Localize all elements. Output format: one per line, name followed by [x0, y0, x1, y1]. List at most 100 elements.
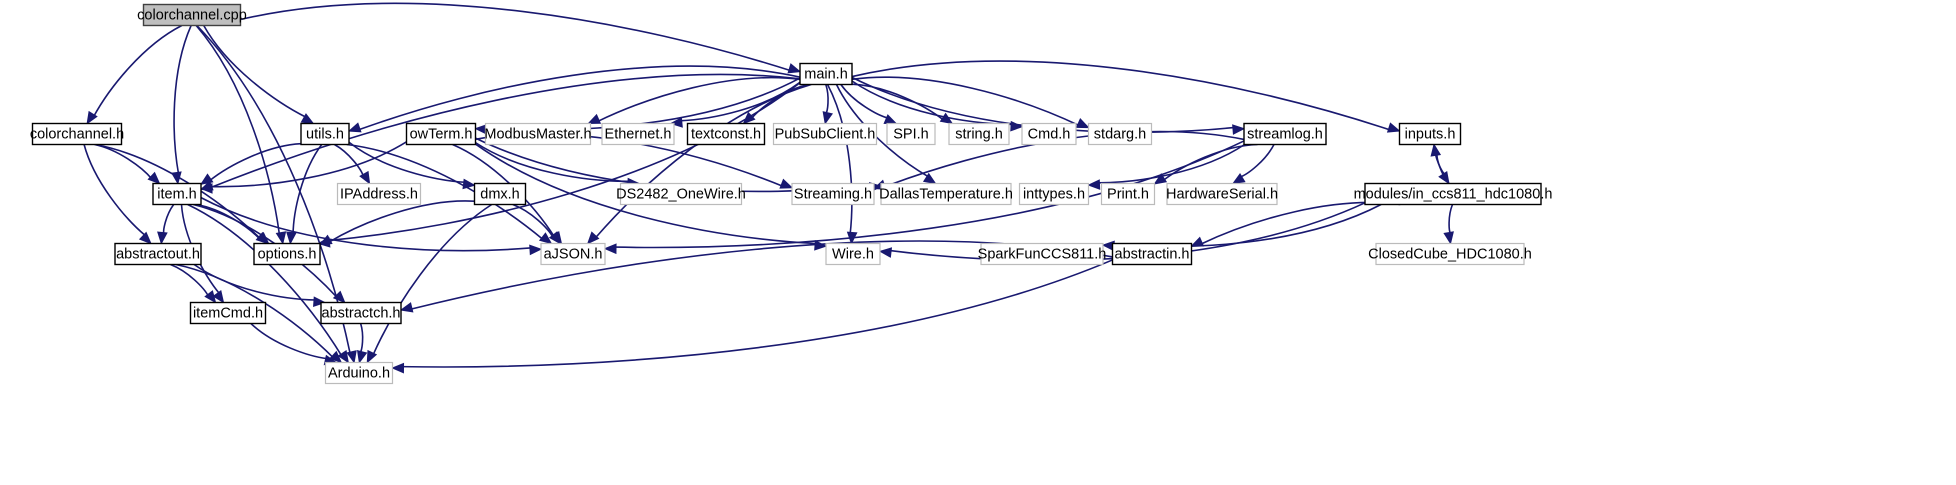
edge-arrowhead	[883, 114, 898, 125]
node-abstractch-h[interactable]: abstractch.h	[320, 301, 402, 325]
node-box[interactable]	[324, 361, 394, 385]
node-main-h[interactable]: main.h	[799, 62, 853, 86]
node-box[interactable]	[152, 182, 202, 206]
node-box[interactable]	[686, 122, 766, 146]
node-box[interactable]	[142, 3, 242, 27]
dependency-edge	[173, 25, 192, 175]
node-string-h[interactable]: string.h	[948, 122, 1010, 146]
node-box[interactable]	[473, 182, 527, 206]
node-label: streamlog.h	[1247, 126, 1323, 142]
node-colorchannel-cpp[interactable]: colorchannel.cpp	[137, 3, 247, 27]
node-box[interactable]	[320, 301, 402, 325]
node-box[interactable]	[1243, 122, 1327, 146]
edge-arrowhead	[199, 183, 213, 194]
node-label: Print.h	[1107, 186, 1149, 202]
node-itemCmd-h[interactable]: itemCmd.h	[189, 301, 267, 325]
node-box[interactable]	[114, 242, 202, 266]
node-owTerm-h[interactable]: owTerm.h	[405, 122, 477, 146]
node-modules-in-ccs811-hdc1080-h[interactable]: modules/in_ccs811_hdc1080.h	[1354, 182, 1553, 206]
node-box[interactable]	[619, 182, 743, 206]
node-box[interactable]	[791, 182, 875, 206]
node-box[interactable]	[1111, 242, 1193, 266]
dependency-edge	[484, 77, 801, 131]
node-box[interactable]	[189, 301, 267, 325]
node-HardwareSerial-h[interactable]: HardwareSerial.h	[1166, 182, 1278, 206]
node-label: colorchannel.h	[30, 126, 124, 142]
node-box[interactable]	[1087, 122, 1153, 146]
node-box[interactable]	[1364, 182, 1542, 206]
node-utils-h[interactable]: utils.h	[300, 122, 350, 146]
node-item-h[interactable]: item.h	[152, 182, 202, 206]
node-streamlog-h[interactable]: streamlog.h	[1243, 122, 1327, 146]
node-IPAddress-h[interactable]: IPAddress.h	[336, 182, 422, 206]
dependency-edge	[203, 25, 307, 119]
dependency-edge	[170, 263, 210, 298]
node-SPI-h[interactable]: SPI.h	[886, 122, 936, 146]
node-box[interactable]	[1100, 182, 1156, 206]
dependency-edge	[594, 83, 812, 239]
node-box[interactable]	[300, 122, 350, 146]
node-Print-h[interactable]: Print.h	[1100, 182, 1156, 206]
node-PubSubClient-h[interactable]: PubSubClient.h	[772, 122, 878, 146]
dependency-edge	[208, 142, 302, 182]
node-abstractin-h[interactable]: abstractin.h	[1111, 242, 1193, 266]
node-box[interactable]	[880, 182, 1012, 206]
node-SparkFunCCS811-h[interactable]: SparkFunCCS811.h	[978, 242, 1107, 266]
node-stdarg-h[interactable]: stdarg.h	[1087, 122, 1153, 146]
edge-arrowhead	[337, 349, 350, 364]
dependency-edge	[372, 203, 493, 356]
dependency-edge	[195, 24, 281, 236]
node-box[interactable]	[799, 62, 853, 86]
node-label: item.h	[157, 186, 197, 202]
node-inttypes-h[interactable]: inttypes.h	[1018, 182, 1090, 206]
node-box[interactable]	[405, 122, 477, 146]
node-box[interactable]	[1166, 182, 1278, 206]
node-inputs-h[interactable]: inputs.h	[1398, 122, 1462, 146]
node-abstractout-h[interactable]: abstractout.h	[114, 242, 202, 266]
node-box[interactable]	[772, 122, 878, 146]
edge-arrowhead	[199, 173, 214, 186]
edge-arrowhead	[822, 111, 834, 125]
node-ClosedCube-HDC1080-h[interactable]: ClosedCube_HDC1080.h	[1368, 242, 1532, 266]
node-box[interactable]	[601, 122, 675, 146]
node-Cmd-h[interactable]: Cmd.h	[1021, 122, 1077, 146]
node-ModbusMaster-h[interactable]: ModbusMaster.h	[484, 122, 592, 146]
node-label: HardwareSerial.h	[1166, 186, 1278, 202]
dependency-edge	[475, 143, 818, 245]
node-box[interactable]	[1018, 182, 1090, 206]
node-box[interactable]	[540, 242, 606, 266]
node-dmx-h[interactable]: dmx.h	[473, 182, 527, 206]
node-Wire-h[interactable]: Wire.h	[825, 242, 881, 266]
node-Ethernet-h[interactable]: Ethernet.h	[601, 122, 675, 146]
node-box[interactable]	[484, 122, 592, 146]
node-label: abstractout.h	[116, 246, 200, 262]
node-DS2482-OneWire-h[interactable]: DS2482_OneWire.h	[616, 182, 746, 206]
node-label: PubSubClient.h	[775, 126, 876, 142]
node-textconst-h[interactable]: textconst.h	[686, 122, 766, 146]
node-options-h[interactable]: options.h	[253, 242, 321, 266]
node-DallasTemperature-h[interactable]: DallasTemperature.h	[879, 182, 1013, 206]
dependency-edge	[613, 140, 1245, 249]
node-box[interactable]	[31, 122, 123, 146]
node-box[interactable]	[253, 242, 321, 266]
dependency-edge	[851, 60, 1391, 131]
node-box[interactable]	[1021, 122, 1077, 146]
node-box[interactable]	[980, 242, 1104, 266]
node-box[interactable]	[948, 122, 1010, 146]
edge-arrowhead	[300, 113, 315, 125]
node-box[interactable]	[1398, 122, 1462, 146]
node-label: textconst.h	[691, 126, 761, 142]
node-box[interactable]	[825, 242, 881, 266]
dependency-edge	[187, 203, 343, 357]
node-label: options.h	[258, 246, 317, 262]
node-label: owTerm.h	[410, 126, 473, 142]
node-colorchannel-h[interactable]: colorchannel.h	[30, 122, 124, 146]
node-box[interactable]	[336, 182, 422, 206]
dependency-edge	[1239, 144, 1275, 179]
node-aJSON-h[interactable]: aJSON.h	[540, 242, 606, 266]
node-box[interactable]	[1375, 242, 1525, 266]
node-box[interactable]	[886, 122, 936, 146]
node-Arduino-h[interactable]: Arduino.h	[324, 361, 394, 385]
node-Streaming-h[interactable]: Streaming.h	[791, 182, 875, 206]
dependency-edge	[1448, 204, 1454, 236]
